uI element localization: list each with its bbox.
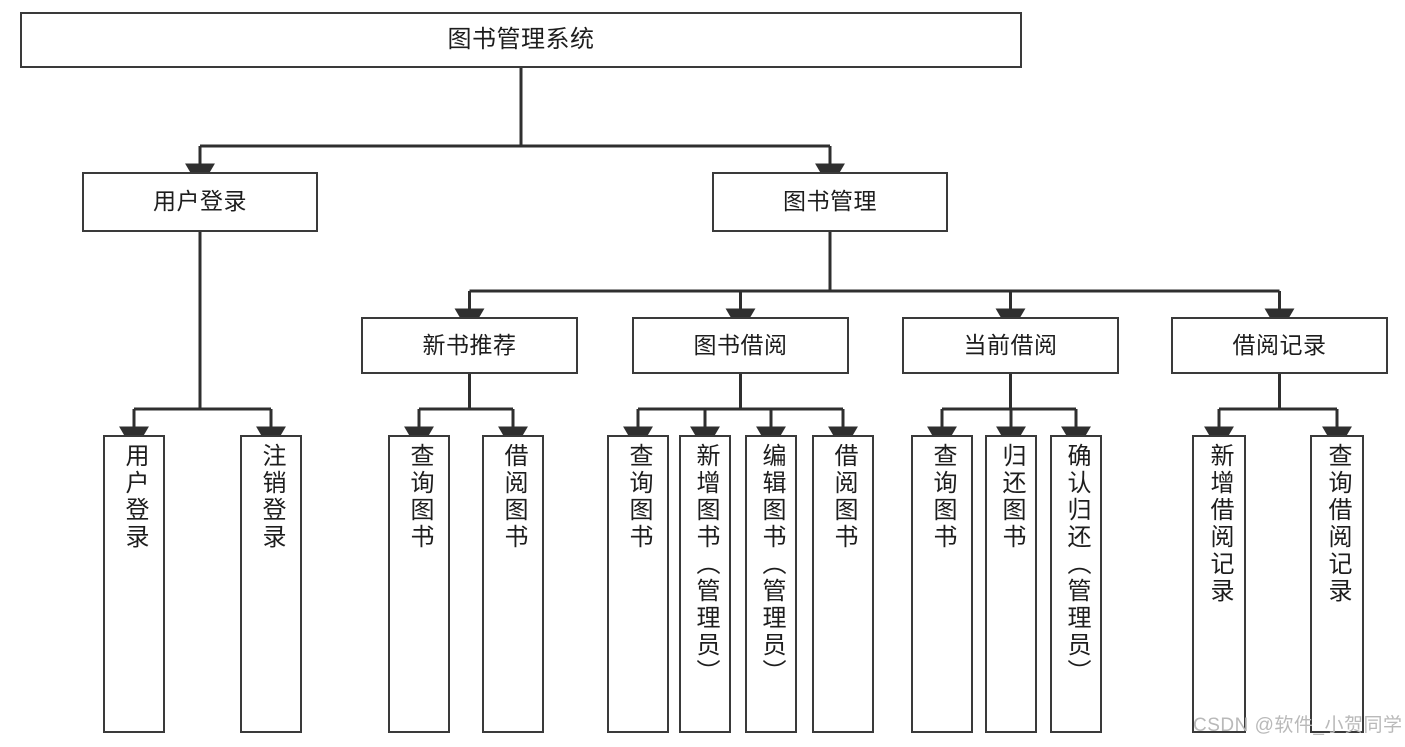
- leaf-return-book[interactable]: 归还图书: [985, 435, 1037, 733]
- node-book-management[interactable]: 图书管理: [712, 172, 948, 232]
- node-current-borrow-label: 当前借阅: [963, 331, 1058, 358]
- node-current-borrow[interactable]: 当前借阅: [902, 317, 1119, 374]
- leaf-user-login-label: 用户登录: [121, 443, 148, 551]
- leaf-query-book-current-label: 查询图书: [929, 443, 956, 551]
- node-new-book-recommend-label: 新书推荐: [422, 331, 517, 358]
- leaf-edit-book-admin-label: 编辑图书（管理员）: [758, 443, 785, 686]
- node-root-label: 图书管理系统: [447, 25, 595, 53]
- node-book-management-label: 图书管理: [783, 188, 877, 215]
- leaf-return-book-label: 归还图书: [998, 443, 1025, 551]
- leaf-logout-label: 注销登录: [258, 443, 285, 551]
- leaf-add-borrow-record[interactable]: 新增借阅记录: [1192, 435, 1246, 733]
- leaf-user-login[interactable]: 用户登录: [103, 435, 165, 733]
- leaf-query-book-current[interactable]: 查询图书: [911, 435, 973, 733]
- node-borrow-record-label: 借阅记录: [1232, 331, 1327, 358]
- leaf-query-borrow-record[interactable]: 查询借阅记录: [1310, 435, 1364, 733]
- leaf-query-book-rec[interactable]: 查询图书: [388, 435, 450, 733]
- node-new-book-recommend[interactable]: 新书推荐: [361, 317, 578, 374]
- node-root[interactable]: 图书管理系统: [20, 12, 1022, 68]
- leaf-logout[interactable]: 注销登录: [240, 435, 302, 733]
- leaf-query-borrow-record-label: 查询借阅记录: [1324, 443, 1351, 605]
- leaf-confirm-return-admin-label: 确认归还（管理员）: [1063, 443, 1090, 686]
- leaf-borrow-book-label: 借阅图书: [830, 443, 857, 551]
- leaf-add-borrow-record-label: 新增借阅记录: [1206, 443, 1233, 605]
- node-user-login-label: 用户登录: [153, 188, 247, 215]
- leaf-query-book-borrow[interactable]: 查询图书: [607, 435, 669, 733]
- leaf-add-book-admin-label: 新增图书（管理员）: [692, 443, 719, 686]
- leaf-add-book-admin[interactable]: 新增图书（管理员）: [679, 435, 731, 733]
- leaf-query-book-rec-label: 查询图书: [406, 443, 433, 551]
- node-book-borrow[interactable]: 图书借阅: [632, 317, 849, 374]
- leaf-query-book-borrow-label: 查询图书: [625, 443, 652, 551]
- leaf-confirm-return-admin[interactable]: 确认归还（管理员）: [1050, 435, 1102, 733]
- node-borrow-record[interactable]: 借阅记录: [1171, 317, 1388, 374]
- leaf-borrow-book-rec-label: 借阅图书: [500, 443, 527, 551]
- leaf-borrow-book-rec[interactable]: 借阅图书: [482, 435, 544, 733]
- node-book-borrow-label: 图书借阅: [693, 331, 788, 358]
- node-user-login[interactable]: 用户登录: [82, 172, 318, 232]
- leaf-edit-book-admin[interactable]: 编辑图书（管理员）: [745, 435, 797, 733]
- leaf-borrow-book[interactable]: 借阅图书: [812, 435, 874, 733]
